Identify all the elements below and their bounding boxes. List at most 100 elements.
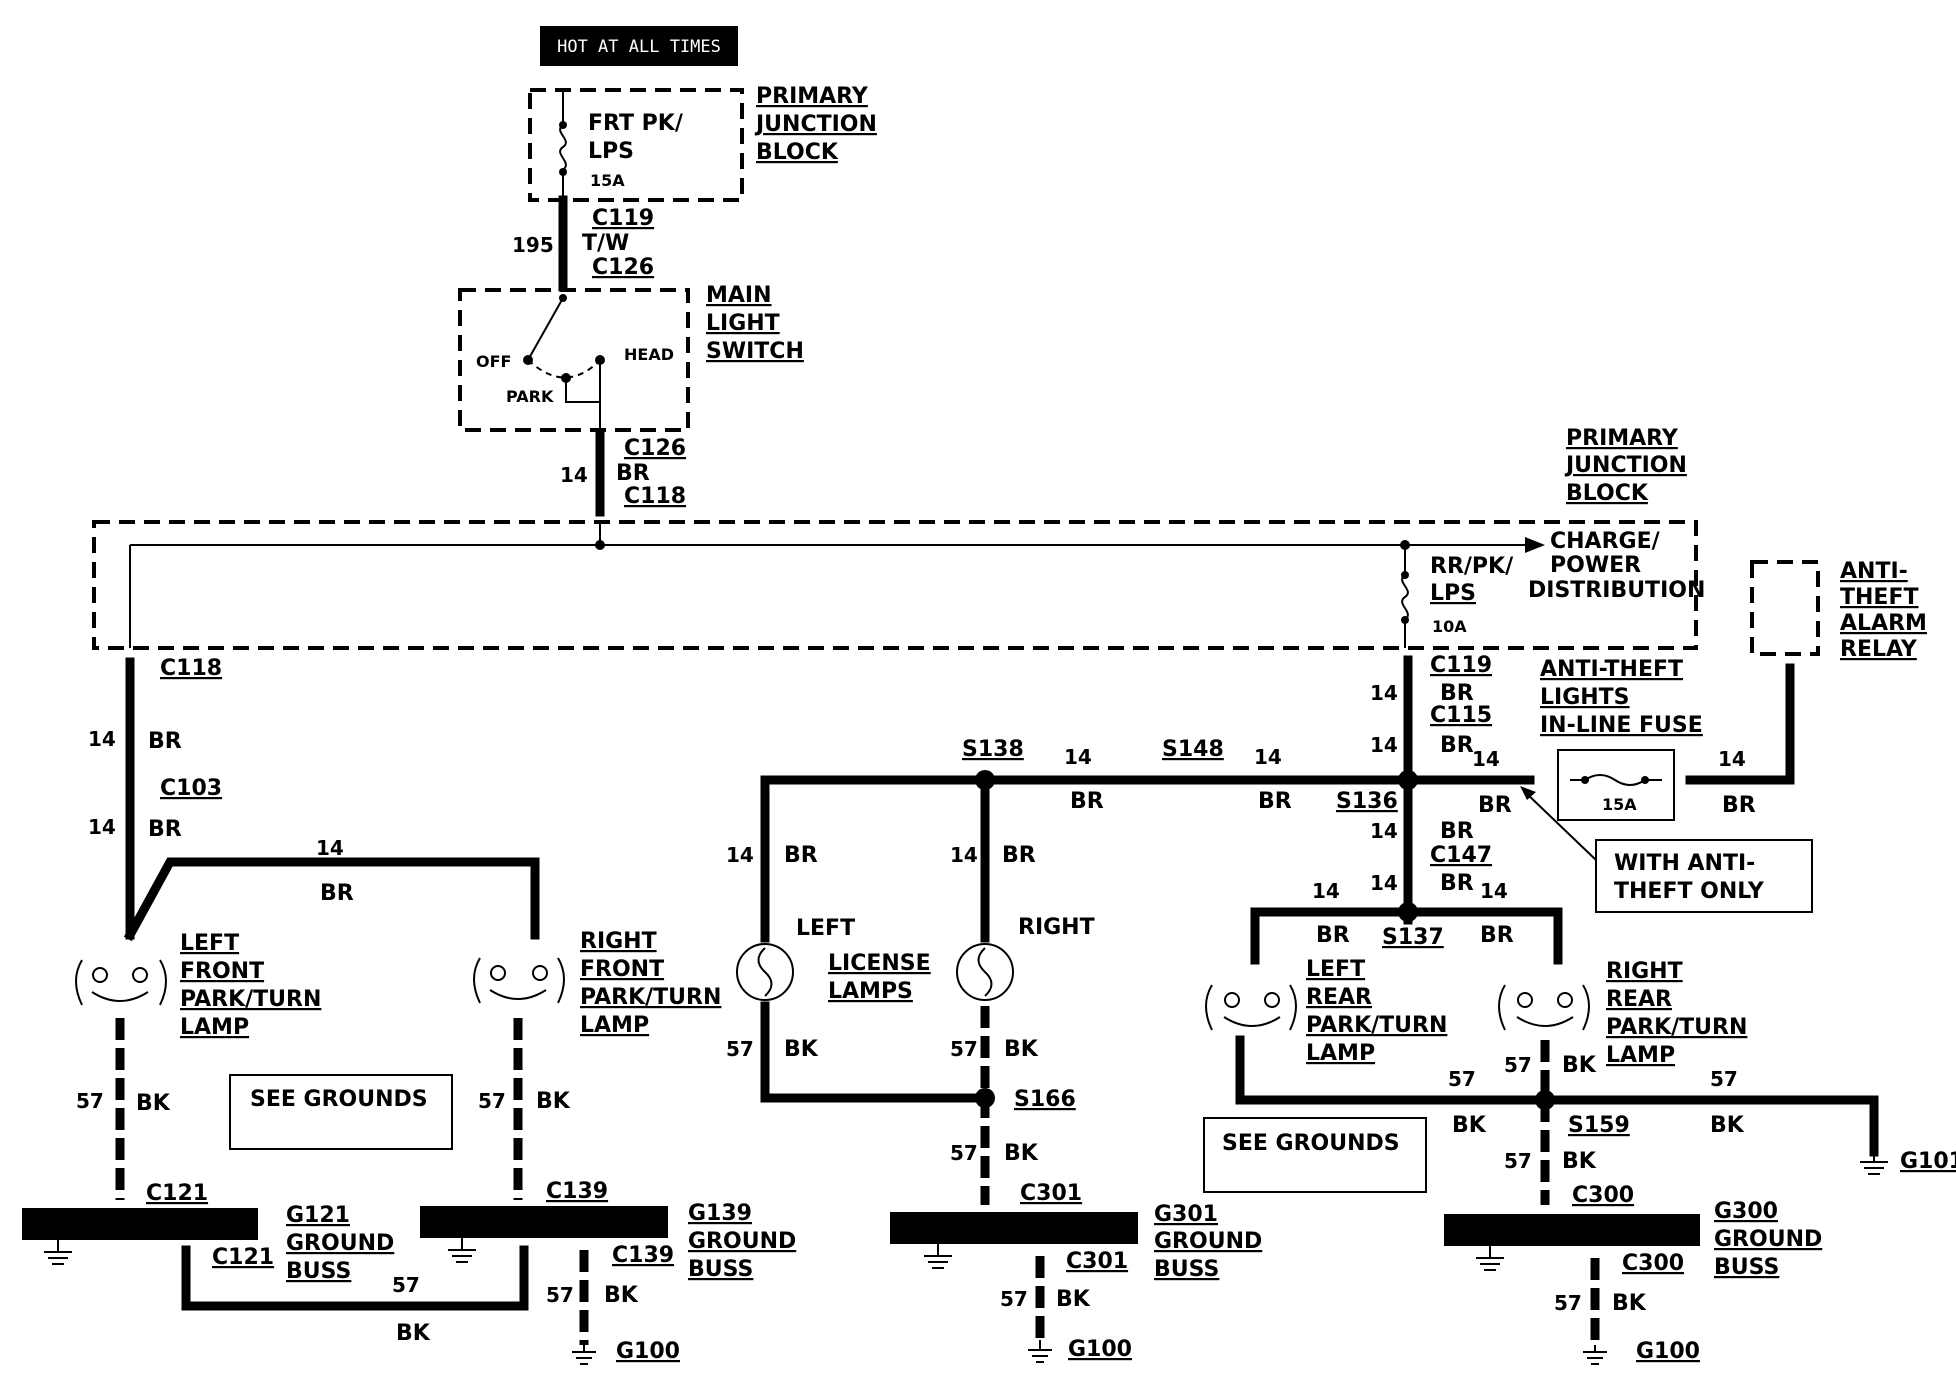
- wire-14-s136: 14: [1472, 747, 1500, 771]
- br-ll: BR: [784, 843, 818, 868]
- br-lf2: BR: [148, 817, 182, 842]
- right-front-label-3: PARK/TURN: [580, 985, 721, 1010]
- wire-14-rr3: 14: [1370, 819, 1398, 843]
- c119-right: C119: [1430, 653, 1492, 678]
- license-lamp-right: [956, 943, 1014, 1001]
- left-rear-label-3: PARK/TURN: [1306, 1013, 1447, 1038]
- wire-14-lf1: 14: [88, 727, 116, 751]
- see-grounds-1: SEE GROUNDS: [250, 1087, 428, 1112]
- c139-lower: C139: [612, 1243, 674, 1268]
- anti-theft-relay-2: THEFT: [1840, 585, 1918, 610]
- br-lf1: BR: [148, 729, 182, 754]
- with-anti-theft-box: [1595, 839, 1813, 913]
- s138: S138: [962, 737, 1024, 762]
- wire-57-rf: 57: [478, 1089, 506, 1113]
- wire-14-rrr: 14: [1480, 879, 1508, 903]
- g301-buss-bar: [890, 1212, 1138, 1244]
- left-rear-label-4: LAMP: [1306, 1041, 1375, 1066]
- frt-fuse-name-1: FRT PK/: [588, 111, 684, 136]
- s166: S166: [1014, 1087, 1076, 1112]
- tw-label: T/W: [582, 231, 629, 256]
- pjb-top-label-3: BLOCK: [756, 140, 839, 165]
- wire-14-s148: 14: [1254, 745, 1282, 769]
- wire-57-s159: 57: [1504, 1149, 1532, 1173]
- right-front-lamp: [473, 957, 565, 1004]
- wire-14-rr2: 14: [1370, 733, 1398, 757]
- bk-g300: BK: [1612, 1291, 1647, 1316]
- wire-57-g301: 57: [1000, 1287, 1028, 1311]
- c118-upper: C118: [624, 484, 686, 509]
- c301-upper: C301: [1020, 1181, 1082, 1206]
- see-grounds-2: SEE GROUNDS: [1222, 1131, 1400, 1156]
- main-light-switch-label-1: MAIN: [706, 283, 772, 308]
- hot-at-all-times-label: HOT AT ALL TIMES: [557, 37, 721, 57]
- g139-buss-bar: [420, 1206, 668, 1238]
- br-s136: BR: [1478, 793, 1512, 818]
- g100-right: G100: [1636, 1339, 1700, 1364]
- anti-theft-fuse-2: LIGHTS: [1540, 685, 1630, 710]
- main-light-switch-box: [458, 288, 690, 432]
- wire-57-lf: 57: [76, 1089, 104, 1113]
- left-rear-lamp: [1205, 984, 1297, 1031]
- bk-lf: BK: [136, 1091, 171, 1116]
- s136: S136: [1336, 789, 1398, 814]
- hot-at-all-times-box: [540, 26, 738, 66]
- wire-14-lf2: 14: [88, 815, 116, 839]
- left-front-label-3: PARK/TURN: [180, 987, 321, 1012]
- bk-g301: BK: [1056, 1287, 1091, 1312]
- g301-label-3: BUSS: [1154, 1257, 1219, 1282]
- br-rr4: BR: [1440, 871, 1474, 896]
- c139-upper: C139: [546, 1179, 608, 1204]
- right-rear-lamp: [1498, 984, 1590, 1031]
- c126-lower: C126: [624, 436, 686, 461]
- wire-57-rl: 57: [950, 1037, 978, 1061]
- br-switch: BR: [616, 461, 650, 486]
- c118-left: C118: [160, 656, 222, 681]
- s137: S137: [1382, 925, 1444, 950]
- wire-57-rr-lamp: 57: [1504, 1053, 1532, 1077]
- left-rear-label-1: LEFT: [1306, 957, 1365, 982]
- g139-label-3: BUSS: [688, 1257, 753, 1282]
- license-right-label: RIGHT: [1018, 915, 1095, 940]
- switch-park: PARK: [506, 387, 554, 406]
- g100-mid: G100: [1068, 1337, 1132, 1362]
- pjb-top-label-1: PRIMARY: [756, 84, 869, 109]
- wire-195-num: 195: [512, 233, 554, 257]
- br-lr: BR: [1316, 923, 1350, 948]
- left-front-label-4: LAMP: [180, 1015, 249, 1040]
- wire-14-switch: 14: [560, 463, 588, 487]
- charge-power-1: CHARGE/: [1550, 529, 1661, 554]
- br-rr2: BR: [1440, 733, 1474, 758]
- br-s148: BR: [1258, 789, 1292, 814]
- c119-top: C119: [592, 206, 654, 231]
- g300-label-1: G300: [1714, 1199, 1778, 1224]
- pjb-mid-box: [92, 520, 1698, 650]
- g100-left: G100: [616, 1339, 680, 1364]
- switch-off: OFF: [476, 352, 511, 371]
- left-front-lamp: [75, 959, 167, 1006]
- g139-label-2: GROUND: [688, 1229, 796, 1254]
- anti-theft-relay-box: [1750, 560, 1820, 656]
- bk-rl: BK: [1004, 1037, 1039, 1062]
- see-grounds-box-1: [229, 1074, 453, 1150]
- main-light-switch-label-2: LIGHT: [706, 311, 780, 336]
- c300-lower: C300: [1622, 1251, 1684, 1276]
- c115: C115: [1430, 703, 1492, 728]
- g301-label-1: G301: [1154, 1202, 1218, 1227]
- wire-57-s166: 57: [950, 1141, 978, 1165]
- license-lamp-left: [736, 943, 794, 1001]
- pjb-top-label-2: JUNCTION: [754, 112, 877, 137]
- s148: S148: [1162, 737, 1224, 762]
- g101: G101: [1900, 1149, 1956, 1174]
- rr-fuse-name-1: RR/PK/: [1430, 554, 1514, 579]
- pjb-mid-label-3: BLOCK: [1566, 481, 1649, 506]
- wire-14-rl: 14: [950, 843, 978, 867]
- anti-theft-relay-4: RELAY: [1840, 637, 1918, 662]
- license-lamps-1: LICENSE: [828, 951, 931, 976]
- anti-theft-relay-1: ANTI-: [1840, 559, 1908, 584]
- switch-head: HEAD: [624, 345, 674, 364]
- charge-power-2: POWER: [1550, 553, 1641, 578]
- bk-lr-run: BK: [1452, 1113, 1487, 1138]
- right-rear-label-3: PARK/TURN: [1606, 1015, 1747, 1040]
- anti-theft-fuse-1: ANTI-THEFT: [1540, 657, 1683, 682]
